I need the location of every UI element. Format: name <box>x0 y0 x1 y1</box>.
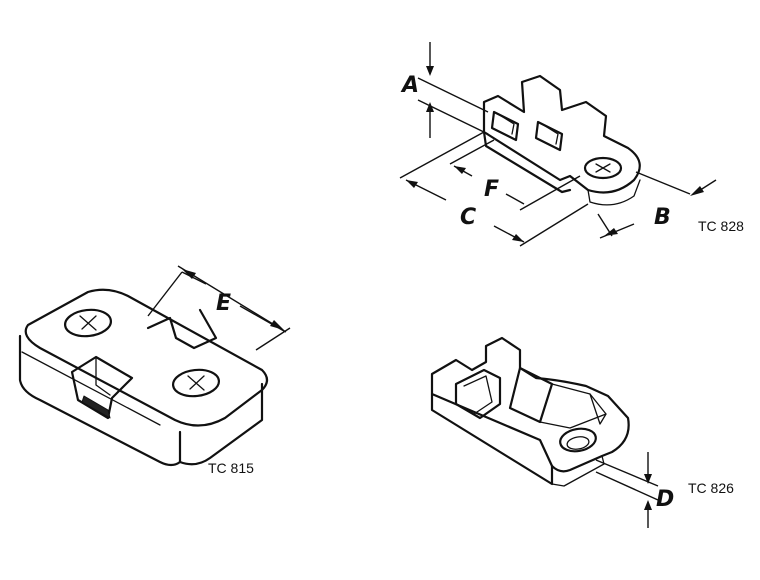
tc828-opening-left <box>490 110 520 142</box>
tc826-label-d: D <box>656 487 674 512</box>
tc828-top-face <box>482 74 641 194</box>
tc815-top-slot <box>146 308 218 350</box>
part-tc826 <box>430 336 630 487</box>
tc828-side <box>482 130 572 194</box>
tc815-hole-left <box>63 308 113 338</box>
tc826-inner-slot <box>454 368 502 420</box>
tc828-dimension-a <box>417 42 489 138</box>
tc815-label-e: E <box>216 291 231 316</box>
tc815-side-right <box>178 382 264 466</box>
tc815-side-front <box>18 334 182 467</box>
tc828-dimension-f <box>449 139 581 211</box>
tc828-opening-right <box>534 120 564 152</box>
part-tc828 <box>482 74 641 206</box>
tc815-dimension-e <box>147 265 291 351</box>
tc828-label-a: A <box>400 73 419 98</box>
tc826-hole <box>559 427 597 453</box>
tc815-hole-right <box>171 368 221 398</box>
tc828-label-f: F <box>484 177 499 202</box>
tc828-caption: TC 828 <box>698 218 744 234</box>
tc828-dimension-c <box>399 131 589 247</box>
tc828-dimension-b <box>597 171 717 239</box>
tc826-side <box>430 392 554 486</box>
tc826-dimension-d <box>595 452 659 528</box>
tc815-caption: TC 815 <box>208 460 254 476</box>
part-tc815 <box>18 288 269 467</box>
tc828-label-c: C <box>460 205 476 230</box>
tc828-ring-hole <box>583 156 623 180</box>
tc826-caption: TC 826 <box>688 480 734 496</box>
tc828-label-b: B <box>654 205 671 230</box>
